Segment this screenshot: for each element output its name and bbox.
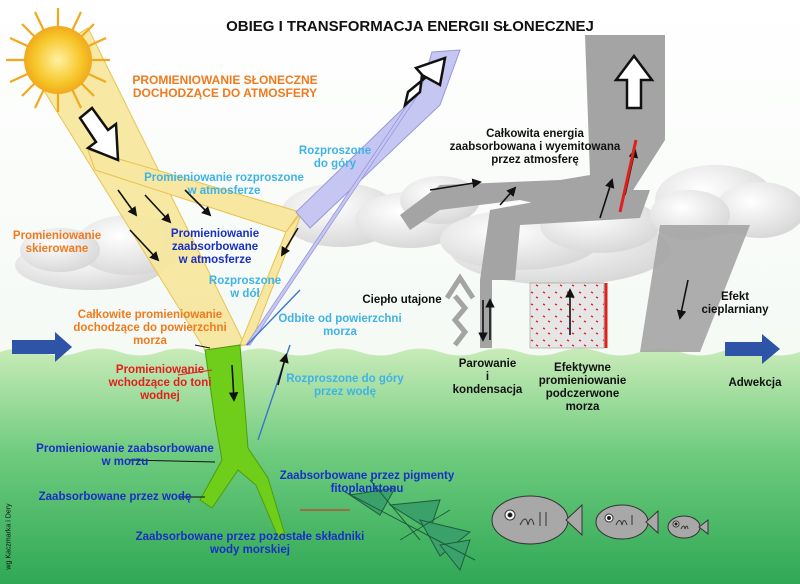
plankton-icon [344, 479, 476, 572]
label-direct: Promieniowanie skierowane [12, 230, 102, 255]
pointer-line [177, 369, 213, 376]
label-total-atm: Całkowita energia zaabsorbowana i wyemit… [449, 128, 621, 166]
label-incoming: PROMIENIOWANIE SŁONECZNE DOCHODZĄCE DO A… [132, 73, 318, 100]
latent-heat-zigzag [451, 294, 469, 347]
sun-icon [6, 8, 110, 112]
label-latent-heat: Ciepło utajone [362, 294, 442, 306]
latent-heat-arrow [444, 273, 476, 300]
outgoing-arrow [613, 53, 655, 110]
label-absorbed-sea: Promieniowanie zaabsorbowane w morzu [36, 443, 214, 468]
label-effective-ir: Efektywne promieniowanie podczerwone mor… [538, 362, 627, 413]
pointer-line [129, 459, 216, 463]
fish-icon [667, 515, 709, 539]
incoming-arrow [78, 106, 120, 162]
label-absorbed-water: Zaabsorbowane przez wodę [38, 491, 192, 503]
pointer-line [194, 344, 211, 349]
upward-arrow [402, 56, 447, 109]
label-entering: Promieniowanie wchodzące do toni wodnej [108, 364, 212, 402]
atmosphere-flux-lower [480, 190, 650, 280]
label-absorbed-phyto: Zaabsorbowane przez pigmenty fitoplankto… [279, 470, 455, 495]
label-absorbed-atm: Promieniowanie zaabsorbowane w atmosferz… [170, 228, 260, 266]
credit: wg Kaczmarka i Dery [5, 503, 13, 570]
label-total-surface: Całkowite promieniowanie dochodzące do p… [73, 309, 227, 347]
label-greenhouse: Efekt cieplarniany [701, 291, 769, 316]
label-scattered-down: Rozproszone w dół [208, 275, 282, 300]
advection-arrow-in [12, 332, 72, 362]
label-scattered-up: Rozproszone do góry [298, 145, 372, 170]
diagram-title: OBIEG I TRANSFORMACJA ENERGII SŁONECZNEJ [226, 18, 594, 35]
reflect-line [246, 289, 301, 346]
label-scattered-water: Rozproszone do góry przez wodę [286, 373, 404, 398]
fish-icon [595, 504, 659, 540]
water-beam [199, 344, 286, 538]
greenhouse-flux [640, 225, 750, 352]
label-advection: Adwekcja [728, 377, 782, 389]
label-evaporation: Parowanie i kondensacja [452, 358, 523, 396]
ir-red-line [618, 139, 638, 213]
label-absorbed-other: Zaabsorbowane przez pozostałe składniki … [135, 531, 365, 556]
atmosphere-flux [400, 35, 665, 230]
effective-ir-column [529, 282, 605, 349]
label-scattered-atm: Promieniowanie rozproszone w atmosferze [144, 172, 304, 197]
advection-arrow-out [725, 334, 780, 364]
fish-icon [491, 495, 583, 545]
label-reflected: Odbite od powierzchni morza [278, 313, 402, 338]
flow-arrows [117, 148, 689, 402]
